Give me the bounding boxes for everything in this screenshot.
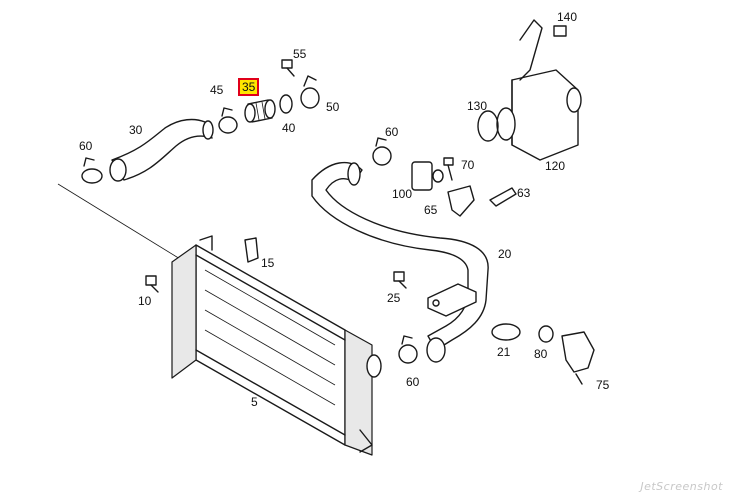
- label-80: 80: [534, 347, 548, 361]
- label-60-upper: 60: [385, 125, 399, 139]
- gasket-21: [491, 323, 521, 341]
- label-55: 55: [293, 47, 307, 61]
- clamp-60-lower: [398, 335, 418, 364]
- leader-line: [57, 183, 186, 263]
- bolt-25: [393, 271, 407, 289]
- label-120: 120: [545, 159, 566, 173]
- connector-35: [244, 99, 276, 123]
- bracket-63: [489, 187, 517, 207]
- sensor-65: [447, 185, 475, 217]
- label-130: 130: [467, 99, 488, 113]
- label-40: 40: [282, 121, 296, 135]
- hose-30: [109, 118, 214, 182]
- ring-80: [538, 325, 554, 343]
- clip-15: [244, 237, 259, 263]
- label-35-highlighted[interactable]: 35: [237, 78, 260, 96]
- clamp-60-left: [81, 157, 103, 184]
- clamp-45: [218, 107, 238, 134]
- sensor-100: [411, 161, 444, 191]
- label-45: 45: [210, 83, 224, 97]
- clamp-60-upper: [372, 137, 392, 166]
- label-60-lower: 60: [406, 375, 420, 389]
- label-75: 75: [596, 378, 610, 392]
- label-70: 70: [461, 158, 475, 172]
- label-63: 63: [517, 186, 531, 200]
- sensor-75: [561, 331, 595, 385]
- pipe-20: [311, 161, 489, 363]
- label-140: 140: [557, 10, 578, 24]
- label-15: 15: [261, 256, 275, 270]
- label-65: 65: [424, 203, 438, 217]
- label-50: 50: [326, 100, 340, 114]
- label-5: 5: [251, 395, 258, 409]
- airbox-120: [496, 19, 582, 161]
- bolt-10: [145, 275, 159, 293]
- intercooler-5: [171, 235, 382, 456]
- ring-40: [279, 94, 293, 114]
- label-20: 20: [498, 247, 512, 261]
- label-30: 30: [129, 123, 143, 137]
- clamp-50: [300, 75, 320, 109]
- watermark: JetScreenshot: [640, 480, 723, 493]
- bolt-55: [281, 59, 295, 77]
- label-10: 10: [138, 294, 152, 308]
- label-60-left: 60: [79, 139, 93, 153]
- label-25: 25: [387, 291, 401, 305]
- label-100: 100: [392, 187, 413, 201]
- ring-130: [477, 110, 499, 142]
- label-21: 21: [497, 345, 511, 359]
- bolt-70: [443, 157, 454, 181]
